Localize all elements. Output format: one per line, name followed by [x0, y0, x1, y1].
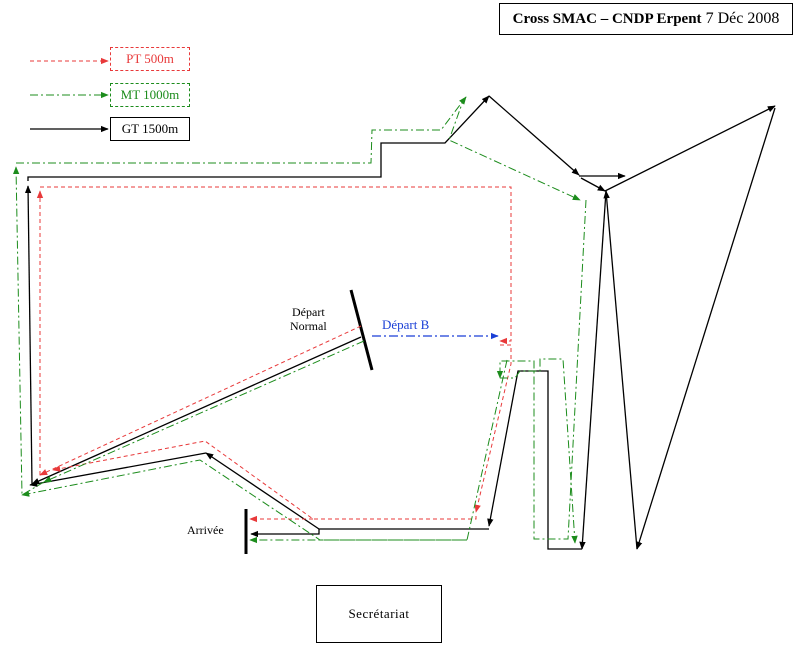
- legend-mt-label: MT 1000m: [110, 83, 190, 107]
- mt-segment: [500, 358, 578, 544]
- mt-segment: [249, 359, 508, 544]
- gt-segment: [31, 336, 362, 485]
- pt-segment: [474, 344, 512, 513]
- gt-segment: [487, 370, 582, 550]
- gt-segment: [636, 107, 776, 550]
- pt-route: [36, 186, 512, 523]
- secretariat-box: Secrétariat: [316, 585, 442, 643]
- depart-normal-label: Départ Normal: [290, 305, 327, 333]
- pt-segment: [40, 186, 512, 345]
- mt-segment: [448, 96, 581, 201]
- depart-normal-bar: [349, 289, 374, 371]
- gt-segment: [24, 185, 33, 485]
- gt-segment: [580, 177, 606, 192]
- legend-gt-label: GT 1500m: [110, 117, 190, 141]
- title-box: Cross SMAC – CNDP Erpent 7 Déc 2008: [499, 3, 793, 35]
- pt-segment: [52, 440, 477, 520]
- mt-route: [12, 96, 587, 544]
- gt-segment: [27, 95, 490, 181]
- pt-segment: [39, 325, 362, 476]
- gt-route: [24, 95, 776, 550]
- gt-segment: [29, 452, 207, 487]
- depart-b-label: Départ B: [382, 317, 430, 332]
- mt-segment: [496, 199, 587, 540]
- mt-segment: [43, 340, 365, 483]
- depart-normal-line2: Normal: [290, 319, 327, 333]
- gt-segment: [579, 190, 607, 550]
- gt-segment: [604, 105, 776, 192]
- gt-segment: [488, 95, 580, 176]
- mt-segment: [16, 96, 467, 164]
- gt-segment: [205, 452, 489, 530]
- mt-segment: [21, 459, 467, 541]
- gt-segment: [603, 190, 638, 550]
- gt-segment: [250, 529, 320, 538]
- mt-segment: [12, 166, 45, 496]
- page-title: Cross SMAC – CNDP Erpent: [512, 10, 702, 27]
- depart-normal-line1: Départ: [292, 305, 325, 319]
- event-date: 7 Déc 2008: [705, 10, 780, 27]
- legend-pt-label: PT 500m: [110, 47, 190, 71]
- arrivee-label: Arrivée: [187, 523, 224, 537]
